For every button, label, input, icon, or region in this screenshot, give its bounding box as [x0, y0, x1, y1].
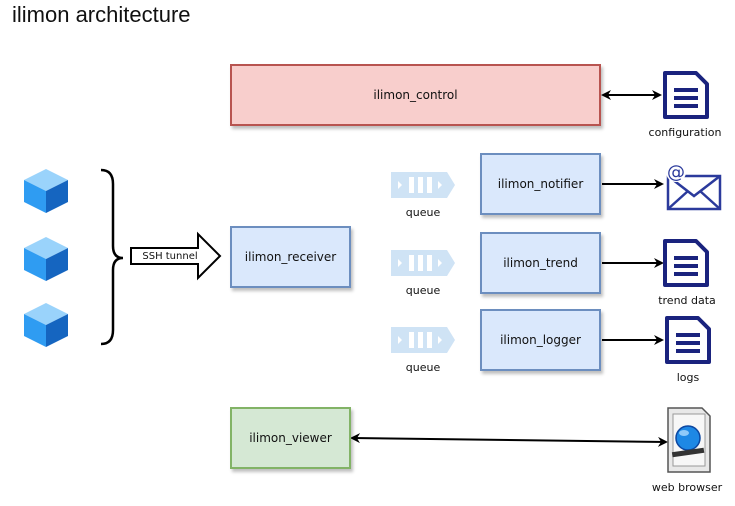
message-queue-icon [391, 172, 455, 198]
diagram-title: ilimon architecture [12, 2, 191, 27]
ilimon-logger-label: ilimon_logger [500, 333, 581, 347]
hosts-brace [100, 168, 124, 346]
message-queue-icon [391, 327, 455, 353]
logs-document-icon [665, 316, 711, 364]
trend-data-label: trend data [658, 294, 716, 307]
ilimon-control-label: ilimon_control [373, 88, 458, 102]
email-icon: @ [666, 162, 722, 211]
queue-label: queue [405, 206, 441, 219]
ilimon-trend-label: ilimon_trend [503, 256, 578, 270]
ilimon-logger-box: ilimon_logger [480, 309, 601, 371]
host-cube-icon [24, 237, 68, 281]
ilimon-notifier-box: ilimon_notifier [480, 153, 601, 215]
ilimon-notifier-label: ilimon_notifier [497, 177, 584, 191]
ilimon-control-box: ilimon_control [230, 64, 601, 126]
trend-data-document-icon [663, 239, 709, 287]
ilimon-viewer-label: ilimon_viewer [249, 431, 332, 445]
ilimon-trend-box: ilimon_trend [480, 232, 601, 294]
configuration-label: configuration [648, 126, 722, 139]
ssh-tunnel-arrow [130, 231, 222, 281]
viewer-browser-arrow [350, 433, 668, 447]
queue-label: queue [405, 361, 441, 374]
host-cube-icon [24, 169, 68, 213]
queue-label: queue [405, 284, 441, 297]
logs-label: logs [676, 371, 700, 384]
message-queue-icon [391, 250, 455, 276]
ilimon-receiver-box: ilimon_receiver [230, 226, 351, 288]
web-browser-icon [667, 407, 711, 473]
web-browser-label: web browser [651, 481, 723, 494]
host-cube-icon [24, 303, 68, 347]
configuration-document-icon [663, 71, 709, 119]
ssh-tunnel-label: SSH tunnel [142, 251, 198, 262]
svg-text:@: @ [667, 162, 685, 183]
ilimon-viewer-box: ilimon_viewer [230, 407, 351, 469]
ilimon-receiver-label: ilimon_receiver [244, 250, 337, 264]
